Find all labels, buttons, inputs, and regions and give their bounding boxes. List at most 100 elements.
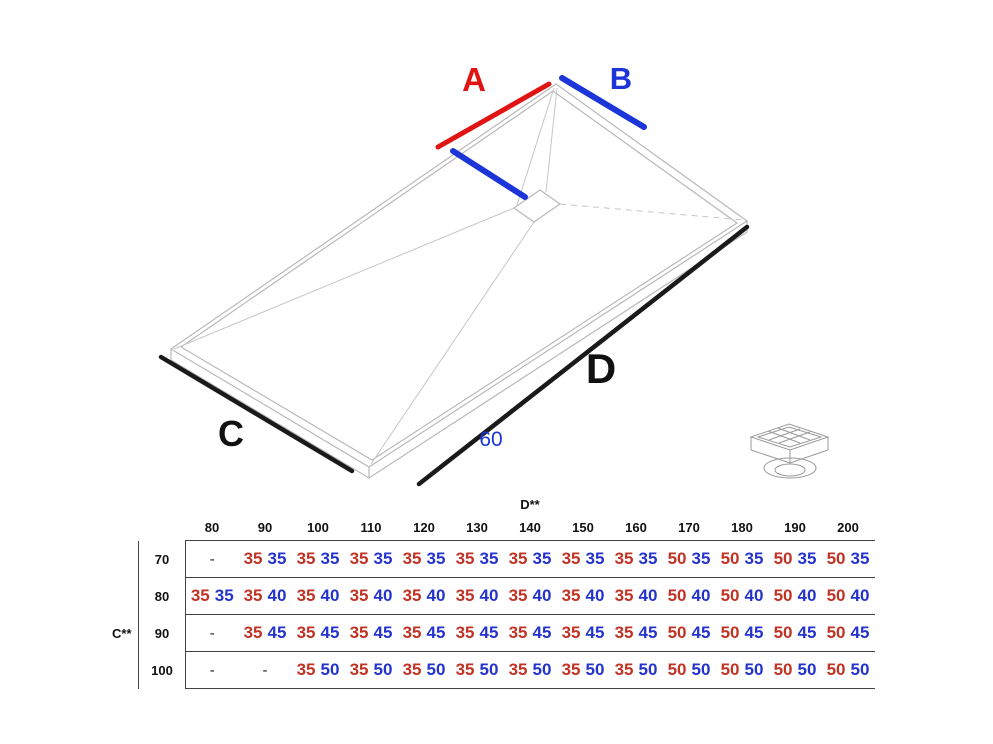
size-cell: - xyxy=(185,540,239,578)
value-a: 35 xyxy=(296,586,316,605)
value-a: 35 xyxy=(243,623,263,642)
value-a: 35 xyxy=(508,586,528,605)
col-header: 160 xyxy=(609,514,663,541)
value-a: 35 xyxy=(614,660,634,679)
value-b: 40 xyxy=(638,586,658,605)
drain-icon-top xyxy=(749,423,830,451)
value-a: 35 xyxy=(561,549,581,568)
value-b: 35 xyxy=(320,549,340,568)
c-axis-label: C** xyxy=(112,626,132,641)
value-b: 50 xyxy=(850,660,870,679)
dim-line-c xyxy=(158,354,355,474)
value-a: 35 xyxy=(561,586,581,605)
value-a: 50 xyxy=(720,623,740,642)
col-header: 80 xyxy=(185,514,239,541)
drain-unit-icon xyxy=(749,423,830,479)
value-a: 50 xyxy=(720,586,740,605)
value-a: 35 xyxy=(455,660,475,679)
value-a: 35 xyxy=(455,623,475,642)
row-header: 100 xyxy=(138,651,186,689)
value-a: 35 xyxy=(349,549,369,568)
col-header: 170 xyxy=(662,514,716,541)
size-cell: - xyxy=(185,614,239,652)
value-b: 35 xyxy=(585,549,605,568)
drain-icon-grid-line xyxy=(767,430,801,444)
value-b: 45 xyxy=(267,623,287,642)
value-a: 35 xyxy=(508,623,528,642)
value-b: 45 xyxy=(691,623,711,642)
value-b: 50 xyxy=(479,660,499,679)
value-b: 50 xyxy=(797,660,817,679)
value-b: 45 xyxy=(850,623,870,642)
value-b: 35 xyxy=(797,549,817,568)
value-b: 35 xyxy=(426,549,446,568)
value-a: 35 xyxy=(190,586,210,605)
value-b: 45 xyxy=(638,623,658,642)
value-b: 40 xyxy=(797,586,817,605)
value-a: 35 xyxy=(402,660,422,679)
drain-icon-grid-line xyxy=(777,427,811,441)
col-header: 200 xyxy=(821,514,875,541)
value-b: 35 xyxy=(214,586,234,605)
value-a: 35 xyxy=(455,586,475,605)
value-a: 50 xyxy=(826,549,846,568)
value-a: 35 xyxy=(296,660,316,679)
value-b: 50 xyxy=(373,660,393,679)
row-header: 90 xyxy=(138,614,186,652)
value-a: 50 xyxy=(720,660,740,679)
value-a: 35 xyxy=(614,549,634,568)
tray-rim xyxy=(179,90,739,461)
row-header: 70 xyxy=(138,540,186,578)
value-b: 45 xyxy=(585,623,605,642)
label-d: D xyxy=(586,345,616,392)
value-a: 50 xyxy=(667,549,687,568)
value-a: 35 xyxy=(243,549,263,568)
dim-line-a xyxy=(435,81,552,150)
value-a: 35 xyxy=(296,623,316,642)
value-a: 35 xyxy=(243,586,263,605)
slope-line xyxy=(516,87,555,206)
drain-icon-outlet xyxy=(774,463,806,477)
value-b: 45 xyxy=(373,623,393,642)
value-b: 50 xyxy=(426,660,446,679)
col-header: 110 xyxy=(344,514,398,541)
value-a: 35 xyxy=(614,623,634,642)
value-b: 40 xyxy=(267,586,287,605)
value-b: 50 xyxy=(585,660,605,679)
value-a: 35 xyxy=(402,549,422,568)
value-a: 50 xyxy=(667,586,687,605)
value-b: 35 xyxy=(850,549,870,568)
value-b: 40 xyxy=(479,586,499,605)
value-b: 40 xyxy=(691,586,711,605)
